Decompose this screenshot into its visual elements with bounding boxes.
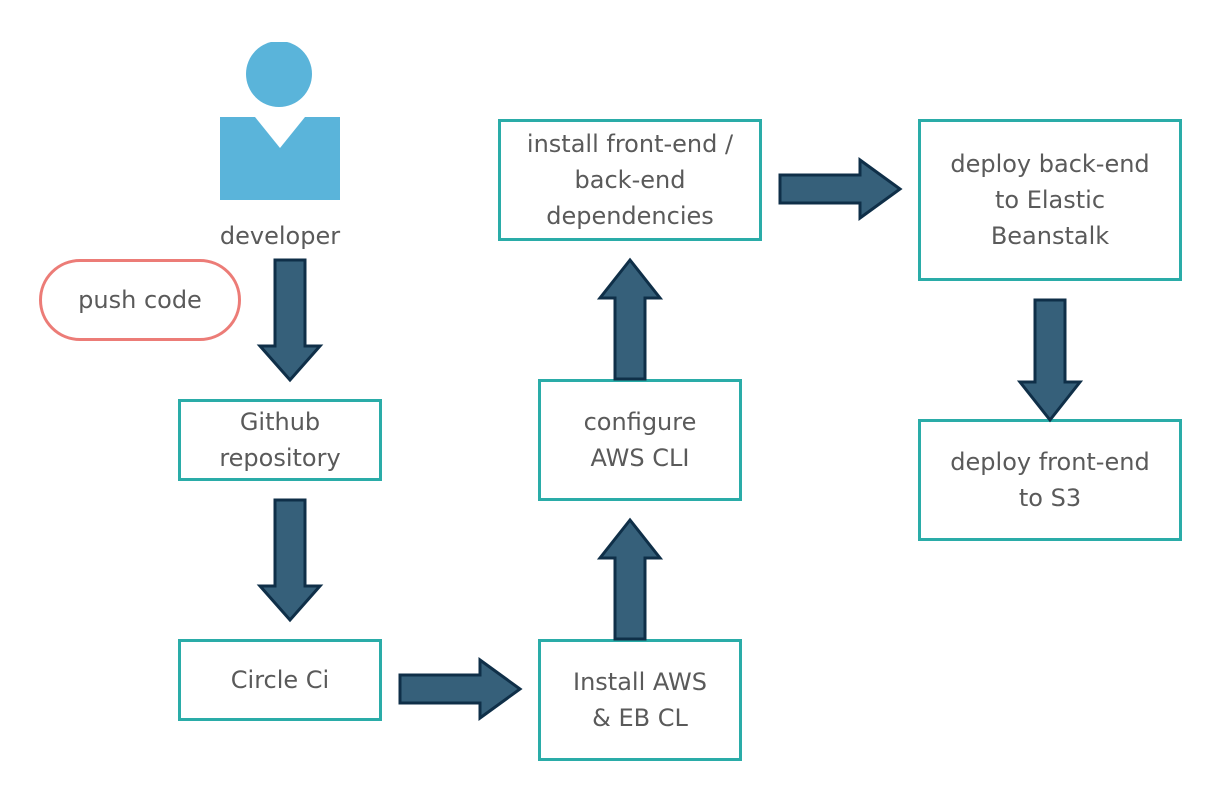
developer-label: developer <box>219 222 341 250</box>
configure-aws-cli-box: configure AWS CLI <box>538 379 742 501</box>
arrow-github-to-circleci <box>256 498 324 623</box>
arrow-circleci-to-install-aws <box>398 657 523 721</box>
install-aws-eb-cli-box: Install AWS & EB CL <box>538 639 742 761</box>
arrow-install-aws-to-configure <box>596 517 664 641</box>
install-dependencies-box: install front-end / back-end dependencie… <box>498 119 762 241</box>
deploy-backend-box: deploy back-end to Elastic Beanstalk <box>918 119 1182 281</box>
arrow-deploy-backend-to-frontend <box>1016 298 1084 423</box>
arrow-install-deps-to-deploy-backend <box>778 157 903 221</box>
push-code-annotation: push code <box>39 259 241 341</box>
arrow-developer-to-github <box>256 258 324 383</box>
circle-ci-box: Circle Ci <box>178 639 382 721</box>
arrow-configure-to-install-deps <box>596 257 664 381</box>
person-icon <box>220 42 340 200</box>
github-repository-box: Github repository <box>178 399 382 481</box>
